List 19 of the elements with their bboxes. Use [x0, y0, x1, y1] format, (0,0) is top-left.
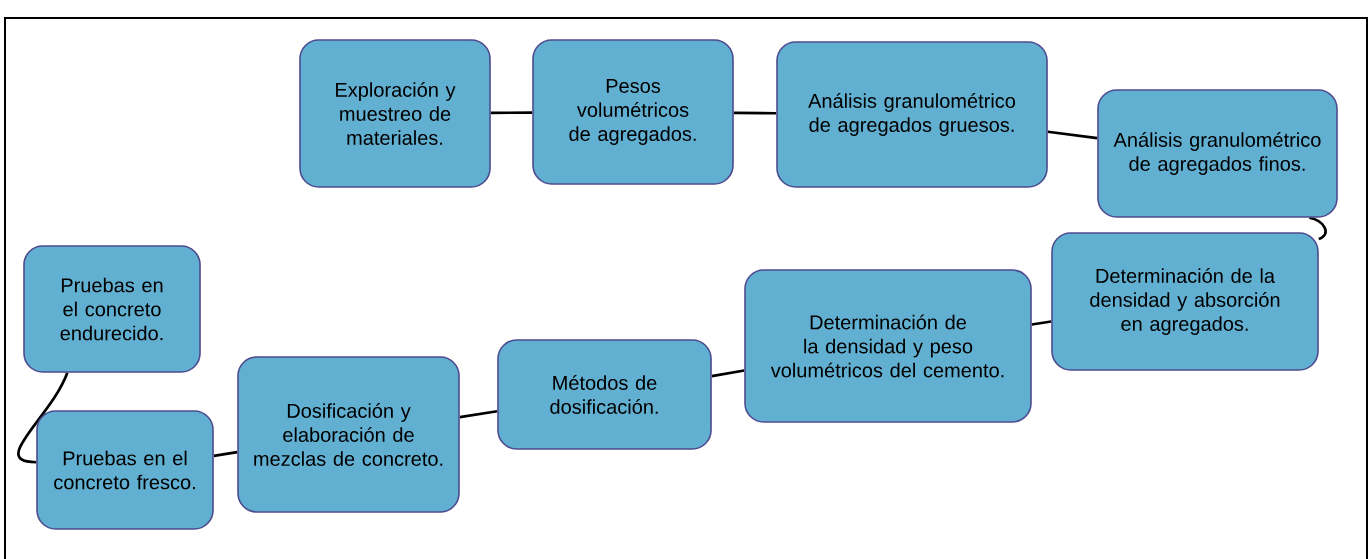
connector-line	[490, 111, 533, 115]
process-box: Exploración y muestreo de materiales.	[299, 39, 491, 188]
process-box: Dosificación y elaboración de mezclas de concreto.	[237, 356, 460, 513]
process-box: Determinación de la densidad y peso volumétricos del cemento.	[744, 269, 1032, 423]
connector-line	[1031, 320, 1052, 326]
process-box: Métodos de dosificación.	[497, 339, 712, 450]
process-box: Pesos volumétricos de agregados.	[532, 39, 734, 185]
connector-line	[17, 372, 69, 464]
process-box: Análisis granulométrico de agregados finos.	[1097, 89, 1338, 218]
process-box: Pruebas en el concreto endurecido.	[23, 245, 201, 373]
process-box: Determinación de la densidad y absorción en agregados.	[1051, 232, 1319, 371]
connector-line	[459, 409, 498, 419]
process-box: Pruebas en el concreto fresco.	[36, 410, 214, 530]
connector-line	[733, 111, 777, 115]
connector-line	[213, 450, 238, 458]
connector-line	[1309, 216, 1327, 241]
connector-line	[711, 369, 745, 378]
process-box: Análisis granulométrico de agregados gruesos.	[776, 41, 1048, 188]
connector-line	[1047, 130, 1098, 140]
